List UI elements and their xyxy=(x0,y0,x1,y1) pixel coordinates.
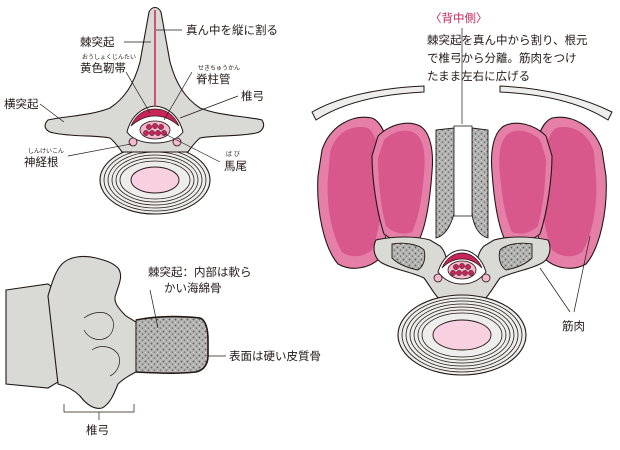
label-canal: 脊柱管 xyxy=(196,72,231,86)
cauda-equina-top xyxy=(140,121,170,139)
label-flavum: 黄色靭帯 xyxy=(80,61,126,75)
nerve-root-right xyxy=(173,138,181,146)
spinous-process-side xyxy=(136,317,208,373)
vertebral-body-top xyxy=(100,146,210,214)
cauda-equina-back xyxy=(448,261,476,279)
label-desc-2: で椎弓から分離。筋肉をつけ xyxy=(427,51,577,65)
nerve-root-left xyxy=(129,138,137,146)
label-desc-1: 棘突起を真ん中から割り、根元 xyxy=(427,33,588,47)
ruby-canal: せきちゅうかん xyxy=(198,65,240,72)
label-spinous-top: 棘突起 xyxy=(80,35,115,49)
label-spinous-inner-2: かい海綿骨 xyxy=(164,281,222,295)
back-view: 〈背中側〉 棘突起を真ん中から割り、根元 で椎弓から分離。筋肉をつけ たまま左右… xyxy=(312,11,612,375)
label-nerve: 神経根 xyxy=(24,155,59,169)
label-cauda: 馬尾 xyxy=(224,159,247,173)
ruby-nerve: しんけいこん xyxy=(28,148,64,155)
spinous-half-right xyxy=(472,128,488,238)
label-surface: 表面は硬い皮質骨 xyxy=(229,349,321,363)
label-desc-3: たまま左右に広げる xyxy=(427,69,530,83)
vertebra-top-view: 真ん中を縦に割る 棘突起 おうしょくじんたい 黄色靭帯 せきちゅうかん 脊柱管 … xyxy=(4,8,278,215)
vertebra-side-view: 棘突起：内部は軟ら かい海綿骨 表面は硬い皮質骨 椎弓 xyxy=(6,256,321,437)
label-muscle: 筋肉 xyxy=(562,319,585,333)
label-lamina-side: 椎弓 xyxy=(86,423,109,437)
ruby-flavum: おうしょくじんたい xyxy=(82,54,136,61)
spinous-gap xyxy=(454,126,472,216)
ruby-cauda: ば び xyxy=(226,150,240,158)
leader-muscle-a xyxy=(540,268,570,312)
skin-layer xyxy=(312,86,424,120)
vertebral-arch-side xyxy=(48,256,136,408)
nerve-root-back-right xyxy=(482,274,490,282)
label-cut-line: 真ん中を縦に割る xyxy=(186,23,278,37)
label-transverse: 横突起 xyxy=(4,97,39,111)
label-back-header: 〈背中側〉 xyxy=(430,11,488,25)
nerve-root-back-left xyxy=(434,274,442,282)
label-lamina-top: 椎弓 xyxy=(241,89,264,103)
label-spinous-inner-1: 棘突起：内部は軟ら xyxy=(148,265,252,279)
skin-layer-right xyxy=(500,86,612,120)
spinous-half-left xyxy=(436,128,454,238)
vertebral-body-back xyxy=(398,295,526,375)
